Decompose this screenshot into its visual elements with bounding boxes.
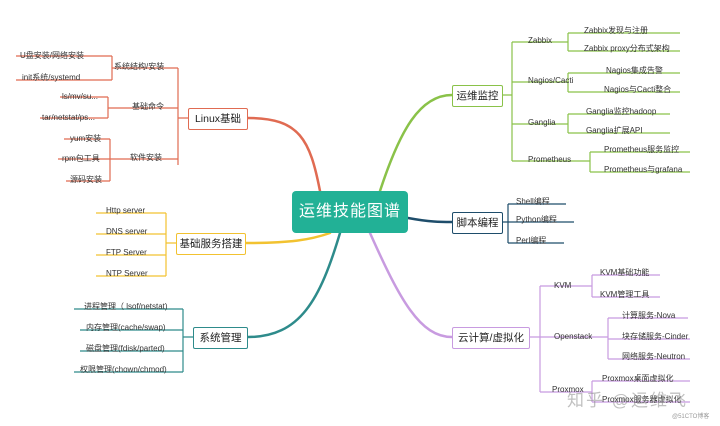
linux-group-0[interactable]: 系统结构/安装 [114, 62, 165, 71]
basic-server-leaf[interactable]: Http server [106, 206, 146, 215]
monitor-leaf[interactable]: Nagios集成告警 [606, 66, 663, 75]
cloud-leaf[interactable]: 网络服务-Neutron [622, 352, 686, 361]
topic-basic-server[interactable]: 基础服务搭建 [176, 233, 246, 255]
sysadmin-leaf[interactable]: 磁盘管理(fdisk/parted) [86, 344, 165, 353]
linux-group-1[interactable]: 基础命令 [132, 102, 164, 111]
branch-basic-server-line [244, 231, 332, 245]
cloud-leaf[interactable]: 计算服务-Nova [622, 311, 676, 320]
topic-script[interactable]: 脚本编程 [452, 212, 503, 234]
cloud-group-2[interactable]: Proxmox [552, 385, 584, 394]
monitor-leaf[interactable]: Prometheus服务监控 [604, 145, 680, 154]
monitor-group-0[interactable]: Zabbix [528, 36, 553, 45]
monitor-group-2[interactable]: Ganglia [528, 118, 556, 127]
monitor-leaf[interactable]: Nagios与Cacti整合 [604, 85, 672, 94]
branch-cloud-line [368, 231, 454, 339]
monitor-group-1[interactable]: Nagios/Cacti [528, 76, 574, 85]
cloud-leaf[interactable]: 块存储服务-Cinder [622, 332, 689, 341]
monitor-leaf[interactable]: Zabbix proxy分布式架构 [584, 44, 670, 53]
monitor-leaf[interactable]: Ganglia监控hadoop [586, 107, 657, 116]
linux-leaf[interactable]: yum安装 [70, 134, 102, 143]
center-topic[interactable]: 运维技能图谱 [292, 191, 408, 233]
branch-linux-line [246, 116, 322, 193]
watermark-small: @51CTO博客 [672, 414, 710, 420]
topic-cloud[interactable]: 云计算/虚拟化 [452, 327, 530, 349]
cloud-leaf[interactable]: Proxmox桌面虚拟化 [602, 374, 674, 383]
linux-leaf[interactable]: tar/netstat/ps... [42, 113, 95, 122]
script-leaf[interactable]: Python编程 [516, 215, 557, 224]
linux-leaf[interactable]: ls/mv/su... [62, 92, 99, 101]
topic-sysadmin[interactable]: 系统管理 [193, 327, 248, 349]
linux-leaf[interactable]: rpm包工具 [62, 154, 100, 163]
basic-server-leaf[interactable]: FTP Server [106, 248, 147, 257]
watermark: 知乎 @运维飞 [567, 391, 688, 410]
sysadmin-leaf[interactable]: 进程管理（ lsof/netstat) [84, 302, 168, 311]
linux-group-2[interactable]: 软件安装 [130, 153, 162, 162]
cloud-leaf[interactable]: KVM基础功能 [600, 268, 650, 277]
basic-server-leaf[interactable]: NTP Server [106, 269, 148, 278]
sysadmin-leaf[interactable]: 权限管理(chown/chmod) [80, 365, 167, 374]
script-leaf[interactable]: Perl编程 [516, 236, 547, 245]
monitor-leaf[interactable]: Prometheus与grafana [604, 165, 683, 174]
topic-monitor[interactable]: 运维监控 [452, 85, 503, 107]
basic-server-leaf[interactable]: DNS server [106, 227, 148, 236]
branch-monitor-line [378, 93, 454, 193]
cloud-group-0[interactable]: KVM [554, 281, 572, 290]
branch-sysadmin-line [246, 231, 342, 339]
cloud-leaf[interactable]: Proxmox服务器虚拟化 [602, 395, 682, 404]
linux-leaf[interactable]: 源码安装 [70, 175, 102, 184]
branch-script-line [406, 216, 454, 224]
script-leaf[interactable]: Shell编程 [516, 197, 550, 206]
cloud-group-1[interactable]: Openstack [554, 332, 593, 341]
linux-leaf[interactable]: U盘安装/网络安装 [20, 51, 84, 60]
topic-linux[interactable]: Linux基础 [188, 108, 248, 130]
monitor-group-3[interactable]: Prometheus [528, 155, 572, 164]
monitor-leaf[interactable]: Ganglia扩展API [586, 126, 643, 135]
cloud-leaf[interactable]: KVM管理工具 [600, 290, 650, 299]
linux-leaf[interactable]: init系统/systemd [22, 73, 81, 82]
monitor-leaf[interactable]: Zabbix发现与注册 [584, 26, 649, 35]
sysadmin-leaf[interactable]: 内存管理(cache/swap) [86, 323, 166, 332]
